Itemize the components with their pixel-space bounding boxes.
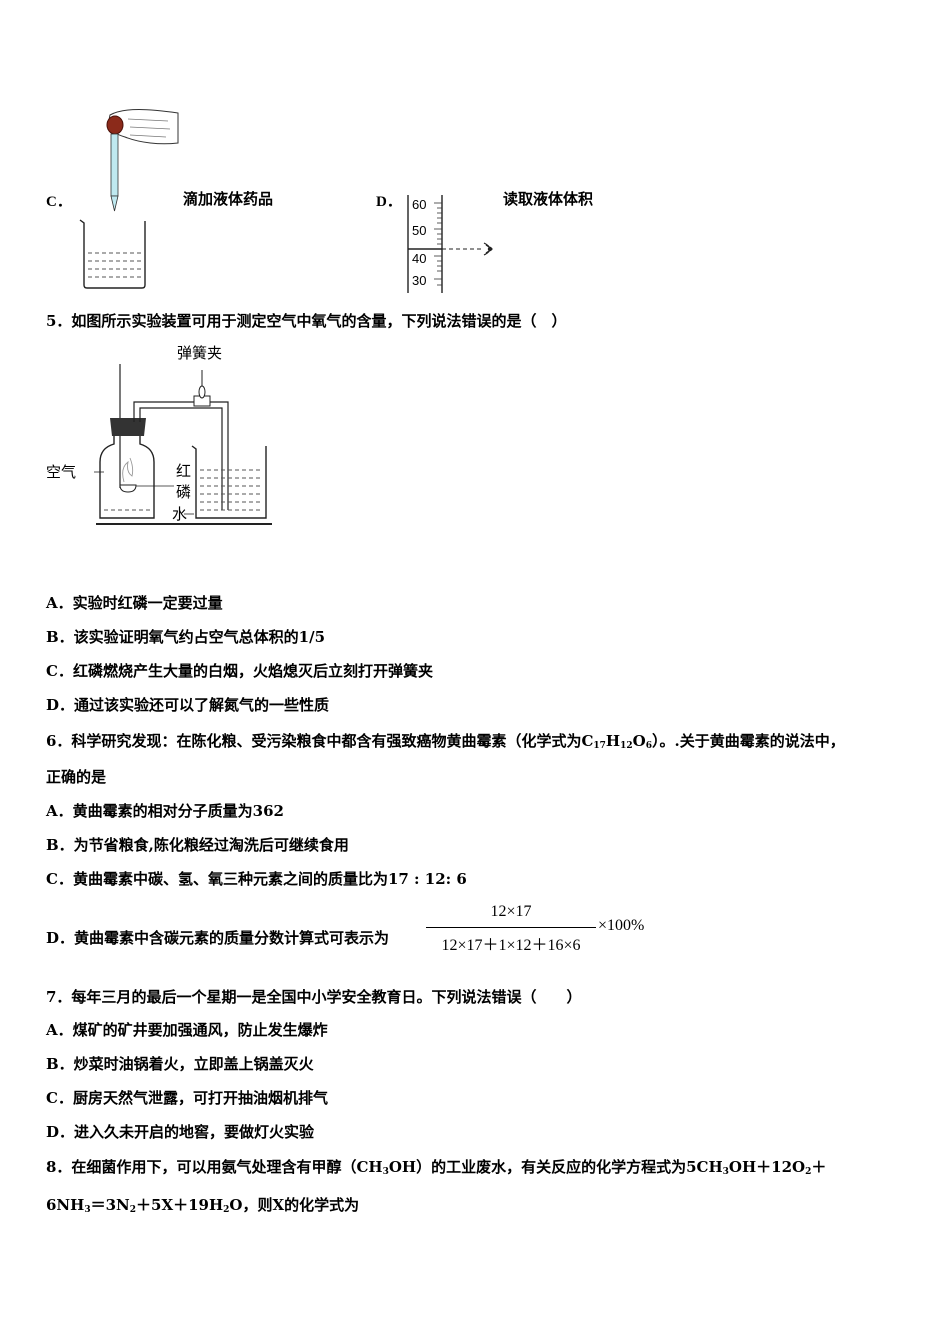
q6-stem: 6．科学研究发现：在陈化粮、受污染粮食中都含有强致癌物黄曲霉素（化学式为C17H… [46,732,845,755]
q6-option-a: A．黄曲霉素的相对分子质量为362 [46,802,284,820]
q8-l1-s3: 2 [805,1167,812,1177]
fraction-denominator: 12×17＋1×12＋16×6 [441,937,581,954]
q7-option-d: D．进入久未开启的地窖，要做灯火实验 [46,1123,315,1141]
figure-d-letter: D． [376,194,402,210]
label-red-phosphorus-2: 磷 [176,483,192,501]
q8-l1-b: OH）的工业废水，有关反应的化学方程式为5CH [388,1158,723,1176]
q5-option-a: A．实验时红磷一定要过量 [46,594,223,612]
cylinder-tick-30: 30 [412,273,427,288]
q8-l1-d: ＋ [811,1158,827,1176]
oxygen-measurement-apparatus [94,364,272,525]
label-red-phosphorus-1: 红 [176,462,192,480]
q8-stem-line1: 8．在细菌作用下，可以用氨气处理含有甲醇（CH3OH）的工业废水，有关反应的化学… [46,1158,826,1181]
figure-c-letter: C． [46,194,72,210]
figure-d-caption: 读取液体体积 [503,190,594,208]
q7-option-b: B．炒菜时油锅着火，立即盖上锅盖灭火 [46,1055,314,1073]
q8-l2-s1: 3 [84,1205,91,1215]
q6-stem-part1: 6．科学研究发现：在陈化粮、受污染粮食中都含有强致癌物黄曲霉素（化学式为C [46,732,594,750]
cylinder-tick-60: 60 [412,197,427,212]
q8-l2-d: O，则X的化学式为 [229,1196,360,1214]
carbon-mass-fraction-formula: 12×17 12×17＋1×12＋16×6 ×100% [426,903,666,954]
q8-l2-s2: 2 [129,1205,137,1215]
q6-stem-line2: 正确的是 [46,768,107,786]
label-air: 空气 [46,463,77,481]
q6-option-b: B．为节省粮食,陈化粮经过淘洗后可继续食用 [46,836,349,854]
q8-l2-b: ＝3N [90,1196,130,1214]
q6-option-c: C．黄曲霉素中碳、氢、氧三种元素之间的质量比为17 : 12: 6 [46,870,467,888]
q5-stem: 5．如图所示实验装置可用于测定空气中氧气的含量，下列说法错误的是（ ） [46,312,567,330]
cylinder-tick-50: 50 [412,223,427,238]
q8-l2-a: 6NH [46,1196,85,1214]
fraction-numerator: 12×17 [490,903,532,920]
q8-l2-c: ＋5X＋19H [136,1196,224,1214]
q5-option-b: B．该实验证明氧气约占空气总体积的1/5 [46,628,326,646]
label-spring-clamp: 弹簧夹 [177,344,223,362]
q6-h: H [605,732,621,750]
q6-o: O [632,732,646,750]
q6-sub-o: 6 [645,741,652,751]
fraction-multiplier: ×100% [598,917,645,934]
q7-stem: 7．每年三月的最后一个星期一是全国中小学安全教育日。下列说法错误（ ） [46,988,582,1006]
q8-l2-s3: 2 [223,1205,230,1215]
fraction-bar [426,927,596,928]
q5-option-d: D．通过该实验还可以了解氮气的一些性质 [46,696,330,714]
q8-stem-line2: 6NH3＝3N2＋5X＋19H2O，则X的化学式为 [46,1196,359,1219]
q8-l1-s1: 3 [382,1167,389,1177]
q6-sub-h: 12 [620,741,633,751]
cylinder-tick-40: 40 [412,251,427,266]
q7-option-a: A．煤矿的矿井要加强通风，防止发生爆炸 [46,1021,328,1039]
q8-l1-s2: 3 [722,1167,729,1177]
figure-c-caption: 滴加液体药品 [183,190,274,208]
q8-l1-a: 8．在细菌作用下，可以用氨气处理含有甲醇（CH [46,1158,383,1176]
q8-l1-c: OH＋12O [728,1158,806,1176]
graduated-cylinder-figure [407,195,494,293]
q7-option-c: C．厨房天然气泄露，可打开抽油烟机排气 [46,1089,328,1107]
dropper-beaker-figure [79,109,179,289]
q6-option-d: D．黄曲霉素中含碳元素的质量分数计算式可表示为 [46,929,390,947]
q6-stem-part2: ）。.关于黄曲霉素的说法中， [651,732,845,750]
label-water: 水 [172,505,188,523]
q6-sub-c: 17 [593,741,606,751]
q5-option-c: C．红磷燃烧产生大量的白烟，火焰熄灭后立刻打开弹簧夹 [46,662,433,680]
